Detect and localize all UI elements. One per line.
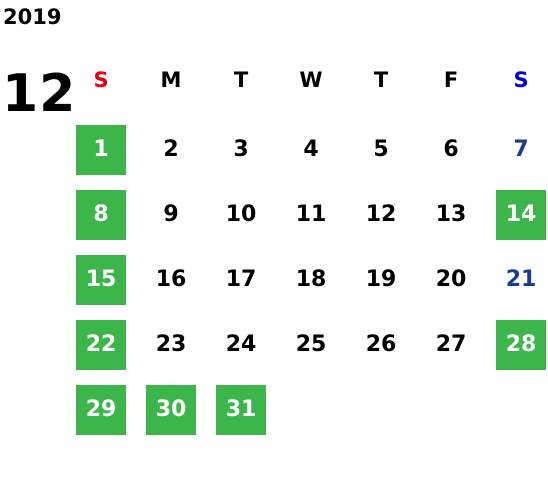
date-cell-1: 1 bbox=[76, 125, 126, 175]
date-cell-5: 5 bbox=[373, 137, 389, 162]
date-cell-27: 27 bbox=[435, 332, 467, 357]
year-label: 2019 bbox=[3, 5, 62, 29]
date-cell-12: 12 bbox=[365, 202, 397, 227]
date-cell-23: 23 bbox=[155, 332, 187, 357]
date-cell-7: 7 bbox=[513, 137, 529, 162]
date-cell-20: 20 bbox=[435, 267, 467, 292]
date-cell-25: 25 bbox=[295, 332, 327, 357]
month-number: 12 bbox=[2, 64, 77, 124]
date-cell-19: 19 bbox=[365, 267, 397, 292]
header-wednesday: W bbox=[299, 68, 323, 92]
header-friday: F bbox=[443, 68, 459, 92]
date-cell-28: 28 bbox=[496, 320, 546, 370]
date-cell-2: 2 bbox=[163, 137, 179, 162]
date-cell-21: 21 bbox=[505, 267, 537, 292]
header-tuesday: T bbox=[233, 68, 249, 92]
date-cell-30: 30 bbox=[146, 385, 196, 435]
header-saturday: S bbox=[513, 68, 529, 92]
date-cell-22: 22 bbox=[76, 320, 126, 370]
date-cell-3: 3 bbox=[233, 137, 249, 162]
date-cell-14: 14 bbox=[496, 190, 546, 240]
date-cell-29: 29 bbox=[76, 385, 126, 435]
date-cell-13: 13 bbox=[435, 202, 467, 227]
date-cell-6: 6 bbox=[443, 137, 459, 162]
date-cell-9: 9 bbox=[163, 202, 179, 227]
header-thursday: T bbox=[373, 68, 389, 92]
date-cell-11: 11 bbox=[295, 202, 327, 227]
date-cell-31: 31 bbox=[216, 385, 266, 435]
date-cell-10: 10 bbox=[225, 202, 257, 227]
date-cell-26: 26 bbox=[365, 332, 397, 357]
header-sunday: S bbox=[93, 68, 109, 92]
date-cell-16: 16 bbox=[155, 267, 187, 292]
date-cell-17: 17 bbox=[225, 267, 257, 292]
date-cell-24: 24 bbox=[225, 332, 257, 357]
date-cell-18: 18 bbox=[295, 267, 327, 292]
date-cell-8: 8 bbox=[76, 190, 126, 240]
date-cell-4: 4 bbox=[303, 137, 319, 162]
header-monday: M bbox=[160, 68, 182, 92]
date-cell-15: 15 bbox=[76, 255, 126, 305]
